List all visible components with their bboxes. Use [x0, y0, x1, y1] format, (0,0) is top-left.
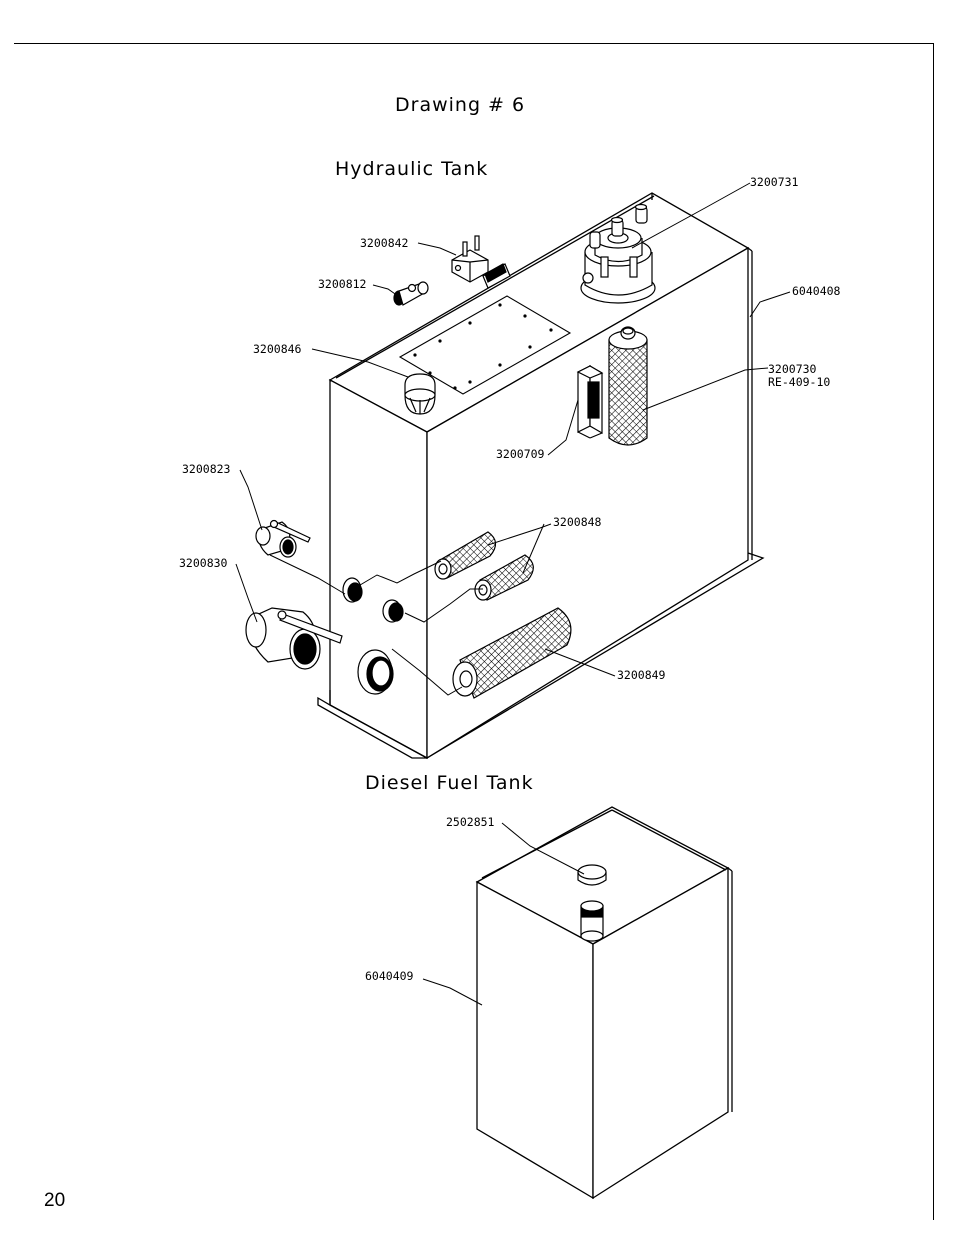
part-label-6040409: 6040409	[365, 969, 414, 983]
hydraulic-tank-title: Hydraulic Tank	[335, 158, 489, 180]
part-label-3200848: 3200848	[553, 515, 602, 529]
part-label-3200812: 3200812	[318, 277, 367, 291]
inspection-cover-plate	[398, 295, 572, 395]
part-label-3200823: 3200823	[182, 462, 231, 476]
part-label-re-409-10: RE-409-10	[768, 375, 831, 389]
tank-port-fittings	[342, 577, 404, 695]
part-label-3200731: 3200731	[750, 175, 799, 189]
leader-lines	[235, 182, 791, 1006]
drawing-title: Drawing # 6	[395, 94, 526, 116]
part-label-3200709: 3200709	[496, 447, 545, 461]
part-label-3200846: 3200846	[253, 342, 302, 356]
filter-element	[608, 326, 648, 446]
diesel-tank-body	[475, 806, 733, 1200]
diesel-tank-title: Diesel Fuel Tank	[365, 772, 534, 794]
part-label-3200830: 3200830	[179, 556, 228, 570]
sight-plate	[482, 263, 511, 289]
suction-strainers	[434, 531, 534, 601]
temperature-switch	[451, 235, 489, 283]
part-label-6040408: 6040408	[792, 284, 841, 298]
level-sight-gauge	[576, 364, 604, 439]
breather-cap	[404, 373, 436, 415]
part-label-3200849: 3200849	[617, 668, 666, 682]
return-filter-head	[580, 203, 656, 304]
page-number: 20	[44, 1190, 66, 1211]
diesel-fuel-cap	[577, 864, 607, 886]
check-valve	[393, 281, 429, 306]
part-label-3200842: 3200842	[360, 236, 409, 250]
diesel-filler-neck	[580, 900, 604, 942]
part-label-3200730: 3200730	[768, 362, 817, 376]
small-ball-valve	[255, 519, 311, 558]
frame-top-rule	[14, 43, 934, 44]
main-suction-strainer	[452, 607, 572, 699]
frame-right-rule	[933, 43, 934, 1220]
part-label-2502851: 2502851	[446, 815, 495, 829]
large-ball-valve	[245, 607, 343, 670]
